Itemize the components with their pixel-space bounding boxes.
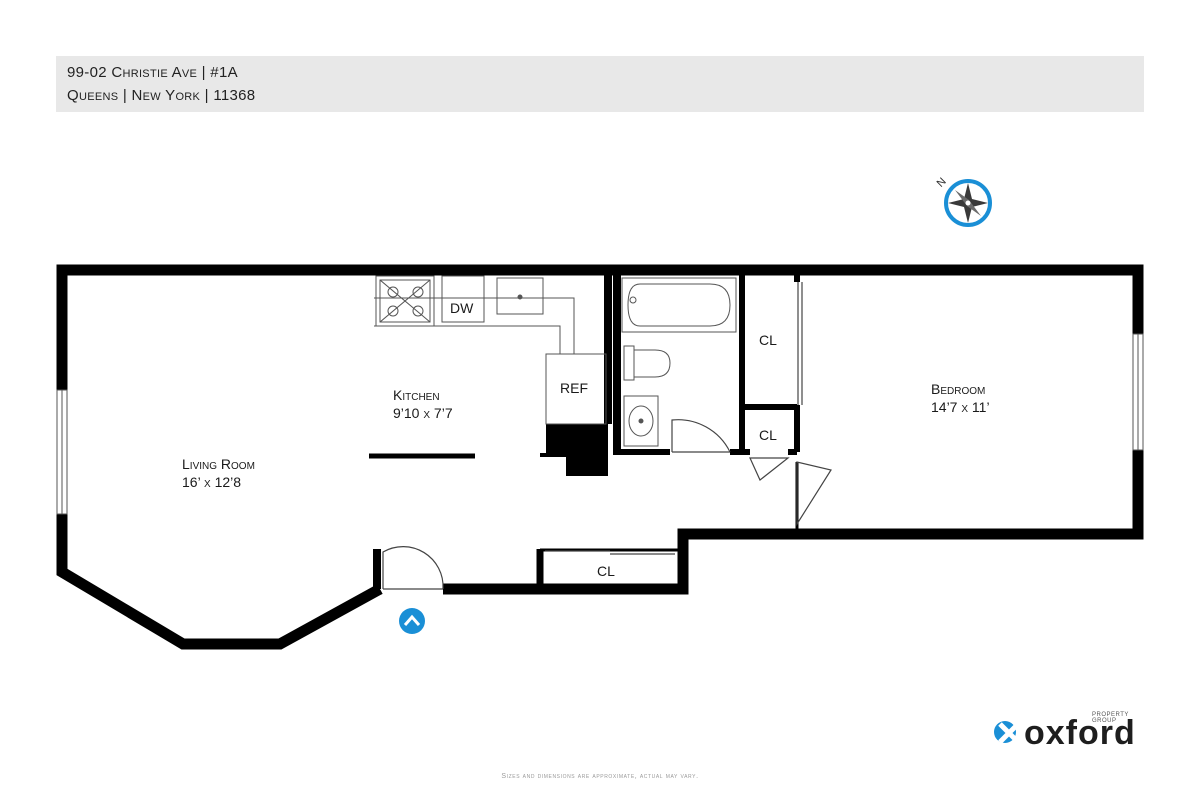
address-line-2: Queens | New York | 11368 bbox=[67, 87, 256, 104]
brand-tagline: PROPERTY GROUP bbox=[1092, 712, 1129, 724]
bedroom-label: Bedroom 14’7 x 11’ bbox=[931, 380, 990, 416]
dishwasher-label: DW bbox=[450, 300, 474, 316]
closet-label-hall: CL bbox=[597, 563, 615, 579]
living-room-label: Living Room 16’ x 12’8 bbox=[182, 455, 255, 491]
living-room-dims: 16’ x 12’8 bbox=[182, 474, 242, 490]
kitchen-dims: 9’10 x 7’7 bbox=[393, 405, 453, 421]
refrigerator-label: REF bbox=[560, 380, 588, 396]
closet-label-small: CL bbox=[759, 427, 777, 443]
dishwasher bbox=[441, 275, 485, 323]
bedroom-name: Bedroom bbox=[931, 381, 986, 397]
kitchen-name: Kitchen bbox=[393, 387, 440, 403]
brand-wordmark: oxford bbox=[1024, 714, 1136, 752]
compass-north-label: N bbox=[935, 176, 949, 190]
address-header: 99-02 Christie Ave | #1A Queens | New Yo… bbox=[56, 56, 1144, 112]
living-room-name: Living Room bbox=[182, 456, 255, 472]
windows bbox=[56, 333, 1144, 515]
kitchen-label: Kitchen 9’10 x 7’7 bbox=[393, 386, 453, 422]
disclaimer: Sizes and dimensions are approximate, ac… bbox=[501, 773, 699, 780]
closet-label-bedroom: CL bbox=[759, 332, 777, 348]
compass-icon: N bbox=[935, 176, 992, 227]
address-line-1: 99-02 Christie Ave | #1A bbox=[67, 64, 238, 81]
bathroom-fixtures bbox=[621, 277, 737, 447]
refrigerator bbox=[545, 353, 607, 425]
doors bbox=[382, 282, 832, 590]
bedroom-dims: 14’7 x 11’ bbox=[931, 399, 990, 415]
brand-logo: PROPERTY GROUP oxford bbox=[994, 712, 1146, 752]
kitchen-fixtures bbox=[374, 275, 607, 425]
entry-chevron-up-icon bbox=[399, 608, 425, 634]
oxford-logo-mark-icon bbox=[994, 721, 1020, 744]
